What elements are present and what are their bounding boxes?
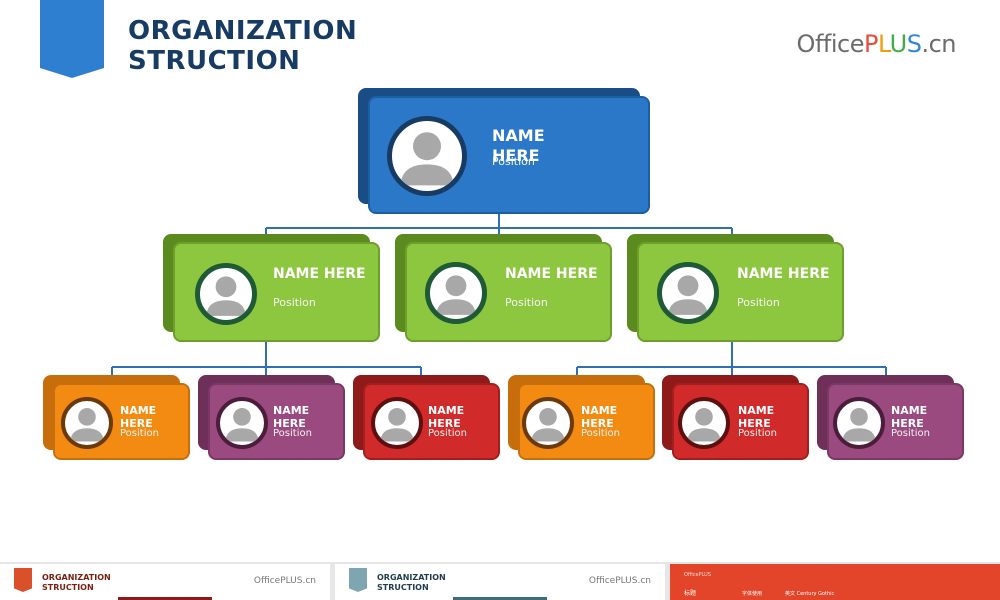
level2-name: NAME HERE: [505, 266, 598, 282]
avatar: [657, 262, 719, 324]
logo-office-text: Office: [796, 30, 865, 58]
top-name: NAME HERE: [492, 126, 545, 165]
thumbnail-logo: OfficePLUS.cn: [588, 576, 651, 586]
thumbnail-title-line2: STRUCTION: [42, 583, 94, 592]
person-icon: [206, 276, 246, 316]
level3-position: Position: [273, 428, 312, 439]
org-card-level2-2[interactable]: NAME HERE Position: [395, 234, 612, 342]
level2-position: Position: [737, 296, 780, 309]
logo-cn-text: .cn: [921, 30, 956, 58]
header-ribbon-icon: [40, 0, 104, 78]
avatar: [522, 397, 574, 449]
avatar: [833, 397, 885, 449]
level2-name: NAME HERE: [737, 266, 830, 282]
level3-position: Position: [428, 428, 467, 439]
logo-letter-s: S: [906, 30, 922, 58]
avatar: [678, 397, 730, 449]
thumbnail-card-preview: [453, 597, 547, 600]
officeplus-logo: OfficePLUS.cn: [796, 30, 957, 58]
level2-position: Position: [505, 296, 548, 309]
person-icon: [842, 408, 876, 442]
person-icon: [531, 408, 565, 442]
org-card-top[interactable]: NAME HERE Position: [358, 88, 650, 214]
thumbnail-2[interactable]: ORGANIZATION STRUCTION OfficePLUS.cn: [335, 564, 665, 600]
page-title-line2: STRUCTION: [128, 46, 301, 76]
page-title: ORGANIZATION STRUCTION: [128, 16, 357, 76]
thumbnail-text-c: 英文 Century Gothic: [785, 591, 835, 597]
avatar: [371, 397, 423, 449]
avatar: [216, 397, 268, 449]
thumbnail-card-preview: [118, 597, 212, 600]
level3-position: Position: [120, 428, 159, 439]
avatar: [425, 262, 487, 324]
level2-name: NAME HERE: [273, 266, 366, 282]
top-position: Position: [492, 155, 535, 168]
person-icon: [668, 275, 708, 315]
logo-letter-u: U: [889, 30, 908, 58]
thumbnail-ribbon-icon: [349, 568, 367, 592]
org-card-level2-1[interactable]: NAME HERE Position: [163, 234, 380, 342]
thumbnail-text-b: 字体使用: [742, 591, 763, 597]
person-icon: [225, 408, 259, 442]
level2-position: Position: [273, 296, 316, 309]
thumbnail-title-line1: ORGANIZATION: [42, 573, 111, 582]
thumbnail-title-line2: STRUCTION: [377, 583, 429, 592]
thumbnail-text-a: 标题: [684, 590, 697, 597]
level3-position: Position: [891, 428, 930, 439]
thumbnail-logo: OfficePLUS.cn: [253, 576, 316, 586]
level3-position: Position: [581, 428, 620, 439]
thumbnail-label: OfficePLUS: [684, 572, 711, 578]
person-icon: [687, 408, 721, 442]
thumbnail-1[interactable]: ORGANIZATION STRUCTION OfficePLUS.cn: [0, 564, 330, 600]
org-card-level2-3[interactable]: NAME HERE Position: [627, 234, 844, 342]
person-icon: [70, 408, 104, 442]
person-icon: [400, 132, 454, 186]
level3-position: Position: [738, 428, 777, 439]
avatar: [61, 397, 113, 449]
logo-letter-p: P: [863, 30, 878, 58]
logo-letter-l: L: [877, 30, 890, 58]
thumbnail-3[interactable]: OfficePLUS 标题 字体使用 英文 Century Gothic: [670, 564, 1000, 600]
page-title-line1: ORGANIZATION: [128, 16, 358, 46]
thumbnail-title-line1: ORGANIZATION: [377, 573, 446, 582]
avatar: [195, 263, 257, 325]
thumbnail-ribbon-icon: [14, 568, 32, 592]
person-icon: [436, 275, 476, 315]
avatar: [387, 116, 467, 196]
person-icon: [380, 408, 414, 442]
